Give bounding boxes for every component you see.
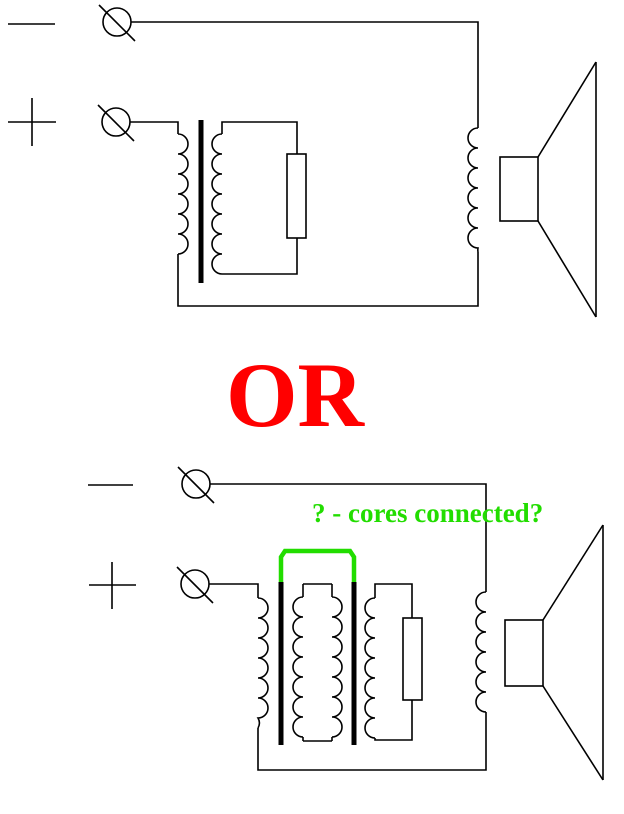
secondary-coil [211,133,223,275]
core-connection [278,548,357,582]
wire-minus [131,21,479,128]
wire-return [177,252,479,307]
secondary-coil-2 [364,597,376,739]
or-separator: OR [226,344,366,446]
top-circuit [8,4,597,318]
wire-minus-2 [210,483,487,592]
resistor [286,153,307,239]
speaker-icon-2 [504,524,604,781]
plus-symbol-2 [89,562,136,609]
primary-coil-2 [256,597,269,729]
terminal-minus-2 [177,466,215,504]
terminal-plus [97,104,135,142]
wire-return-2 [257,712,487,771]
speaker-coil [467,127,479,253]
speaker-coil-2 [475,591,487,713]
speaker-icon [499,61,597,318]
center-winding-right [331,596,343,738]
wire-plus [130,121,179,134]
wire-plus-2 [209,583,259,598]
plus-symbol [8,98,56,146]
resistor-2 [402,617,423,701]
terminal-plus-2 [176,566,214,604]
bottom-circuit: ? - cores connected? [88,466,604,781]
cores-connected-annotation: ? - cores connected? [312,498,543,528]
primary-coil [177,133,189,255]
center-winding-left [292,596,304,738]
terminal-minus [98,4,136,42]
